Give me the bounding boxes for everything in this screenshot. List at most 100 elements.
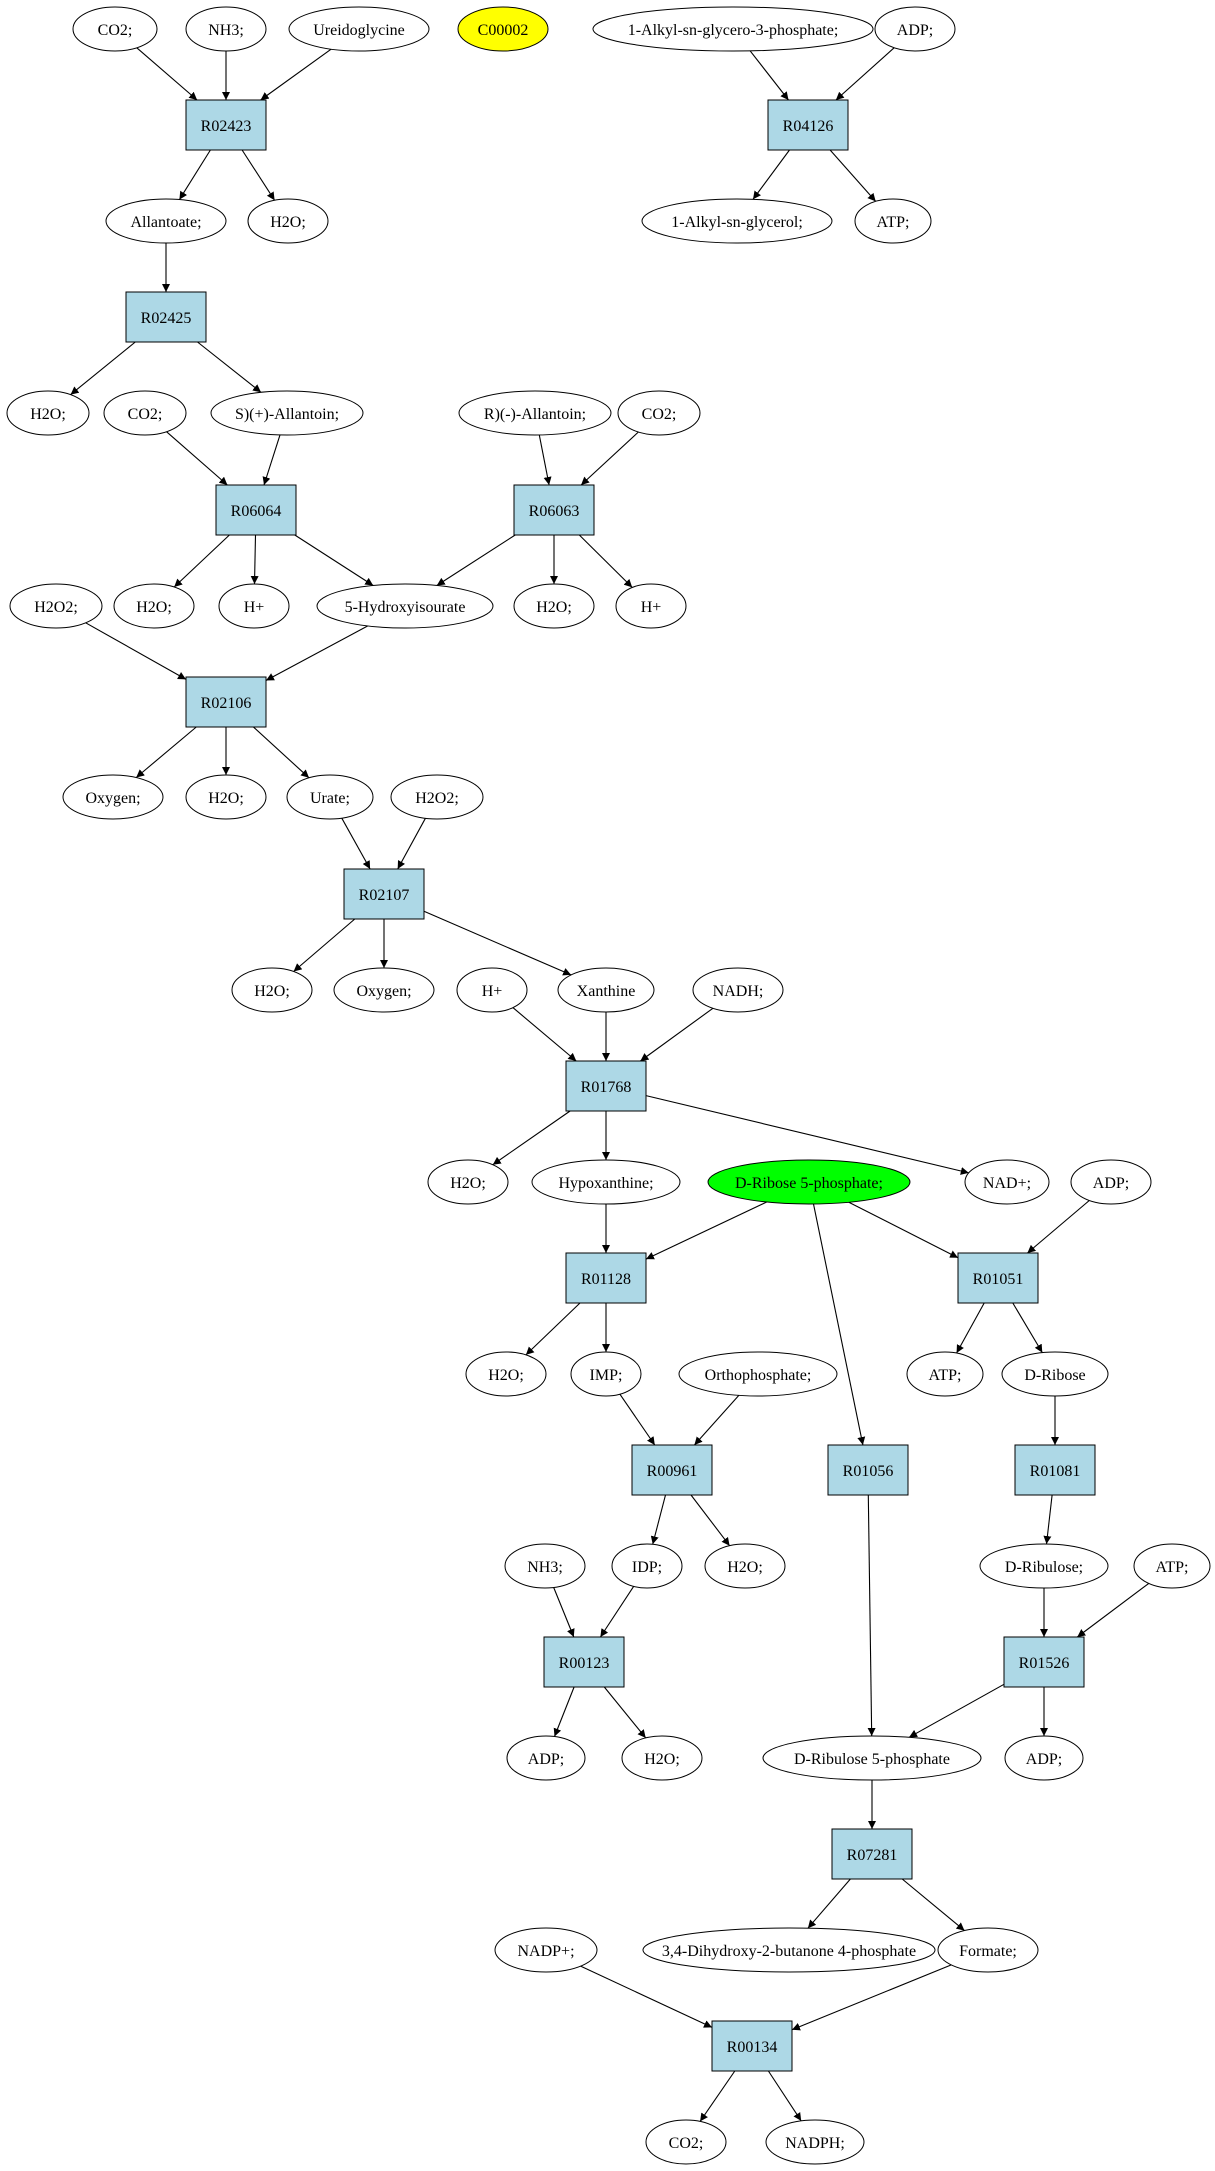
compound-label: NADP+;	[517, 1943, 574, 1960]
compound-atp-c[interactable]: ATP;	[1133, 1543, 1211, 1589]
reaction-R00134[interactable]: R00134	[711, 2020, 793, 2072]
compound-h2o-i[interactable]: H2O;	[704, 1543, 786, 1589]
compound-ellipse	[854, 198, 932, 244]
compound-alkylgp[interactable]: 1-Alkyl-sn-glycero-3-phosphate;	[592, 6, 874, 52]
compound-h2o2-a[interactable]: H2O2;	[9, 583, 103, 629]
compound-co2-b[interactable]: CO2;	[103, 390, 187, 436]
compound-dru5p[interactable]: D-Ribulose 5-phosphate	[762, 1735, 982, 1781]
reaction-R00123[interactable]: R00123	[543, 1636, 625, 1688]
compound-atp-b[interactable]: ATP;	[906, 1351, 984, 1397]
compound-alkylg[interactable]: 1-Alkyl-sn-glycerol;	[641, 198, 833, 244]
compound-allantoate[interactable]: Allantoate;	[105, 198, 227, 244]
compound-h2o-a[interactable]: H2O;	[247, 198, 329, 244]
reaction-R02423[interactable]: R02423	[185, 99, 267, 151]
compound-nadplus[interactable]: NAD+;	[964, 1159, 1050, 1205]
compound-h2o-f[interactable]: H2O;	[231, 967, 313, 1013]
reaction-R02107[interactable]: R02107	[343, 868, 425, 920]
compound-nadpplus[interactable]: NADP+;	[494, 1927, 598, 1973]
compound-label: H2O;	[450, 1175, 486, 1192]
compound-h2o-b[interactable]: H2O;	[6, 390, 90, 436]
compound-adp-c[interactable]: ADP;	[506, 1735, 586, 1781]
reaction-R04126[interactable]: R04126	[767, 99, 849, 151]
edge-r_R02425-to-c_h2o_b	[70, 341, 136, 396]
compound-atp-a[interactable]: ATP;	[854, 198, 932, 244]
compound-dr5p[interactable]: D-Ribose 5-phosphate;	[707, 1159, 911, 1205]
compound-h2o-g[interactable]: H2O;	[427, 1159, 509, 1205]
compound-ellipse	[906, 1351, 984, 1397]
compound-nadph[interactable]: NADPH;	[765, 2119, 865, 2165]
compound-co2-a[interactable]: CO2;	[72, 6, 158, 52]
edge-r_R04126-to-c_alkylg	[752, 149, 790, 200]
compound-ellipse	[6, 390, 90, 436]
compound-ellipse	[592, 6, 874, 52]
compound-hplus-c[interactable]: H+	[456, 967, 528, 1013]
compound-adp-b[interactable]: ADP;	[1070, 1159, 1152, 1205]
compound-label: H2O2;	[415, 790, 459, 807]
reaction-R01051[interactable]: R01051	[957, 1252, 1039, 1304]
compound-ellipse	[641, 198, 833, 244]
edge-c_5hiu-to-r_R02106	[265, 625, 369, 681]
compound-c00002[interactable]: C00002	[457, 6, 549, 52]
compound-nh3-a[interactable]: NH3;	[185, 6, 267, 52]
reaction-R02425[interactable]: R02425	[125, 291, 207, 343]
compound-imp[interactable]: IMP;	[570, 1351, 642, 1397]
reaction-R01128[interactable]: R01128	[565, 1252, 647, 1304]
reaction-R01768[interactable]: R01768	[565, 1060, 647, 1112]
reaction-R07281[interactable]: R07281	[831, 1828, 913, 1880]
compound-nh3-b[interactable]: NH3;	[504, 1543, 586, 1589]
compound-label: ATP;	[1156, 1559, 1189, 1576]
compound-ureido[interactable]: Ureidoglycine	[288, 6, 430, 52]
edge-c_imp-to-r_R00961	[619, 1393, 656, 1446]
reaction-R01081[interactable]: R01081	[1014, 1444, 1096, 1496]
edge-r_R00961-to-c_idp	[650, 1494, 667, 1545]
compound-hypoxanthine[interactable]: Hypoxanthine;	[531, 1159, 681, 1205]
compound-co2-d[interactable]: CO2;	[645, 2119, 727, 2165]
reaction-R06064[interactable]: R06064	[215, 484, 297, 536]
compound-h2o2-b[interactable]: H2O2;	[390, 774, 484, 820]
compound-idp[interactable]: IDP;	[611, 1543, 683, 1589]
edge-r_R02107-to-c_xanthine	[423, 910, 572, 976]
reaction-label: R02425	[141, 310, 192, 327]
compound-formate[interactable]: Formate;	[937, 1927, 1039, 1973]
compound-label: H2O;	[208, 790, 244, 807]
compound-nadh[interactable]: NADH;	[692, 967, 784, 1013]
edge-c_sallantoin-to-r_R06064	[262, 434, 281, 486]
reaction-R01526[interactable]: R01526	[1003, 1636, 1085, 1688]
reaction-box	[125, 291, 207, 343]
compound-ortho[interactable]: Orthophosphate;	[678, 1351, 838, 1397]
compound-urate[interactable]: Urate;	[286, 774, 374, 820]
compound-rallantoin[interactable]: R)(-)-Allantoin;	[458, 390, 612, 436]
compound-oxygen-a[interactable]: Oxygen;	[62, 774, 164, 820]
compound-h2o-j[interactable]: H2O;	[621, 1735, 703, 1781]
compound-dribulose[interactable]: D-Ribulose;	[979, 1543, 1109, 1589]
reaction-box	[185, 676, 267, 728]
compound-co2-c[interactable]: CO2;	[617, 390, 701, 436]
compound-h2o-d[interactable]: H2O;	[513, 583, 595, 629]
edge-r_R06063-to-c_hplus_b	[578, 534, 633, 588]
reaction-label: R01051	[973, 1271, 1024, 1288]
compound-h2o-c[interactable]: H2O;	[113, 583, 195, 629]
compound-hplus-b[interactable]: H+	[615, 583, 687, 629]
reaction-R02106[interactable]: R02106	[185, 676, 267, 728]
compound-label: H+	[482, 983, 503, 1000]
compound-dhbp[interactable]: 3,4-Dihydroxy-2-butanone 4-phosphate	[642, 1927, 936, 1973]
reaction-R01056[interactable]: R01056	[827, 1444, 909, 1496]
compound-adp-a[interactable]: ADP;	[874, 6, 956, 52]
compound-5hiu[interactable]: 5-Hydroxyisourate	[316, 583, 494, 629]
compound-label: H+	[244, 599, 265, 616]
compound-xanthine[interactable]: Xanthine	[557, 967, 655, 1013]
compound-hplus-a[interactable]: H+	[218, 583, 290, 629]
edge-c_rallantoin-to-r_R06063	[538, 434, 552, 486]
compound-adp-d[interactable]: ADP;	[1004, 1735, 1084, 1781]
compound-dribose[interactable]: D-Ribose	[1001, 1351, 1109, 1397]
compound-label: ADP;	[897, 22, 933, 39]
compound-sallantoin[interactable]: S)(+)-Allantoin;	[210, 390, 364, 436]
edge-c_urate-to-r_R02107	[341, 817, 371, 870]
edge-r_R01768-to-c_h2o_g	[492, 1110, 571, 1166]
compound-h2o-h[interactable]: H2O;	[465, 1351, 547, 1397]
reaction-R06063[interactable]: R06063	[513, 484, 595, 536]
reaction-label: R07281	[847, 1847, 898, 1864]
compound-oxygen-b[interactable]: Oxygen;	[333, 967, 435, 1013]
reaction-R00961[interactable]: R00961	[631, 1444, 713, 1496]
compound-h2o-e[interactable]: H2O;	[185, 774, 267, 820]
